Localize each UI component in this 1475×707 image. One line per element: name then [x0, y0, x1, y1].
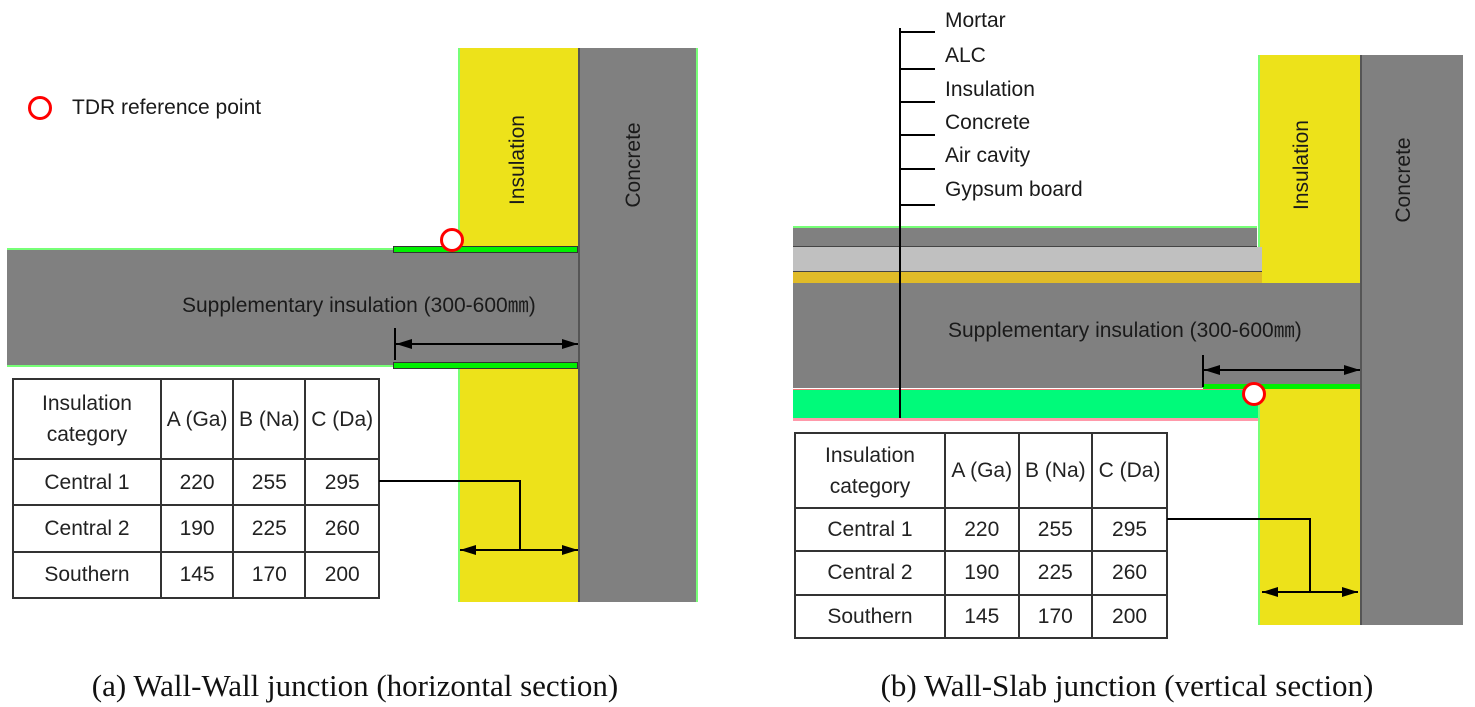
table-cell: 260 — [304, 504, 380, 553]
insulation-label: Insulation — [506, 115, 529, 205]
wall-insulation-upper — [458, 48, 578, 248]
table-cell: B (Na) — [1017, 432, 1094, 509]
leader-line — [379, 480, 521, 482]
arrow-line — [900, 68, 935, 70]
dimension-tick — [1202, 355, 1204, 387]
layer-label-mortar: Mortar — [945, 9, 1006, 32]
table-cell: Southern — [794, 593, 946, 640]
layer-label-concrete: Concrete — [945, 111, 1031, 134]
mortar-layer — [793, 226, 1257, 247]
concrete-wall — [1360, 55, 1463, 625]
wall-insulation-upper — [1258, 55, 1360, 283]
table-cell: A (Ga) — [944, 432, 1020, 509]
table-cell: 145 — [159, 550, 235, 600]
table-cell: 255 — [1017, 506, 1094, 553]
table-cell: 190 — [159, 504, 235, 553]
supplementary-label: Supplementary insulation (300-600㎜) — [948, 319, 1302, 342]
thickness-arrow — [460, 549, 578, 551]
table-cell: 225 — [1017, 550, 1094, 596]
table-cell: 260 — [1091, 550, 1168, 596]
table-cell: 255 — [232, 457, 307, 507]
arrow-line — [900, 101, 935, 103]
concrete-label: Concrete — [622, 122, 645, 208]
table-cell: Central 2 — [12, 504, 162, 553]
table-cell: 225 — [232, 504, 307, 553]
table-cell: B (Na) — [232, 378, 307, 460]
concrete-wall — [578, 48, 698, 602]
intersecting-wall — [7, 248, 578, 367]
floor-insulation-layer — [793, 272, 1262, 283]
table-cell: 295 — [304, 457, 380, 507]
leader-line — [519, 480, 521, 550]
arrow-line — [396, 339, 412, 349]
table-cell: 145 — [944, 593, 1020, 640]
arrow-line — [1204, 365, 1220, 375]
arrow-line — [900, 204, 935, 206]
supplementary-label: Supplementary insulation (300-600㎜) — [182, 294, 536, 317]
arrow-line — [900, 168, 935, 170]
layer-label-air-cavity: Air cavity — [945, 144, 1031, 167]
table-cell: Southern — [12, 550, 162, 600]
layer-label-gypsum-board: Gypsum board — [945, 178, 1083, 201]
table-cell: Central 1 — [12, 457, 162, 507]
concrete-label: Concrete — [1392, 137, 1415, 223]
leader-line — [1167, 518, 1311, 520]
table-cell: Insulation category — [12, 378, 162, 460]
supplementary-insulation — [1203, 384, 1360, 389]
ceiling-air-cavity — [793, 389, 1258, 421]
caption-b: (b) Wall-Slab junction (vertical section… — [880, 668, 1374, 703]
dimension-tick — [394, 328, 396, 360]
table-cell: Central 2 — [794, 550, 946, 596]
arrow-line — [562, 545, 578, 555]
caption-a: (a) Wall-Wall junction (horizontal secti… — [91, 668, 619, 703]
tdr-reference-point — [1242, 382, 1266, 406]
insulation-label: Insulation — [1290, 120, 1313, 210]
layer-label-insulation: Insulation — [945, 78, 1035, 101]
alc-layer — [793, 247, 1262, 272]
table-cell: Central 1 — [794, 506, 946, 553]
wall-insulation-lower — [458, 367, 578, 602]
table-cell: 170 — [1017, 593, 1094, 640]
table-cell: 170 — [232, 550, 307, 600]
table-cell: C (Da) — [304, 378, 380, 460]
tdr-legend-label: TDR reference point — [72, 96, 262, 119]
arrow-line — [1262, 587, 1278, 597]
arrow-line — [1342, 587, 1358, 597]
dimension-arrow — [396, 343, 578, 345]
dimension-arrow — [1204, 369, 1360, 371]
layer-label-alc: ALC — [945, 44, 986, 67]
table-cell: Insulation category — [794, 432, 946, 509]
supplementary-insulation-top — [393, 246, 578, 253]
tdr-reference-point — [440, 228, 464, 252]
arrow-line — [562, 339, 578, 349]
arrow-line — [900, 31, 935, 33]
table-cell: 220 — [944, 506, 1020, 553]
arrow-line — [1344, 365, 1360, 375]
layer-leader-line — [899, 28, 901, 418]
leader-line — [1309, 518, 1311, 592]
arrow-line — [900, 134, 935, 136]
thickness-arrow — [1262, 591, 1358, 593]
table-cell: 295 — [1091, 506, 1168, 553]
table-cell: A (Ga) — [159, 378, 235, 460]
table-cell: C (Da) — [1091, 432, 1168, 509]
arrow-line — [460, 545, 476, 555]
table-cell: 190 — [944, 550, 1020, 596]
tdr-legend-icon — [28, 96, 52, 120]
table-cell: 200 — [304, 550, 380, 600]
table-cell: 200 — [1091, 593, 1168, 640]
table-cell: 220 — [159, 457, 235, 507]
supplementary-insulation-bottom — [393, 362, 578, 369]
